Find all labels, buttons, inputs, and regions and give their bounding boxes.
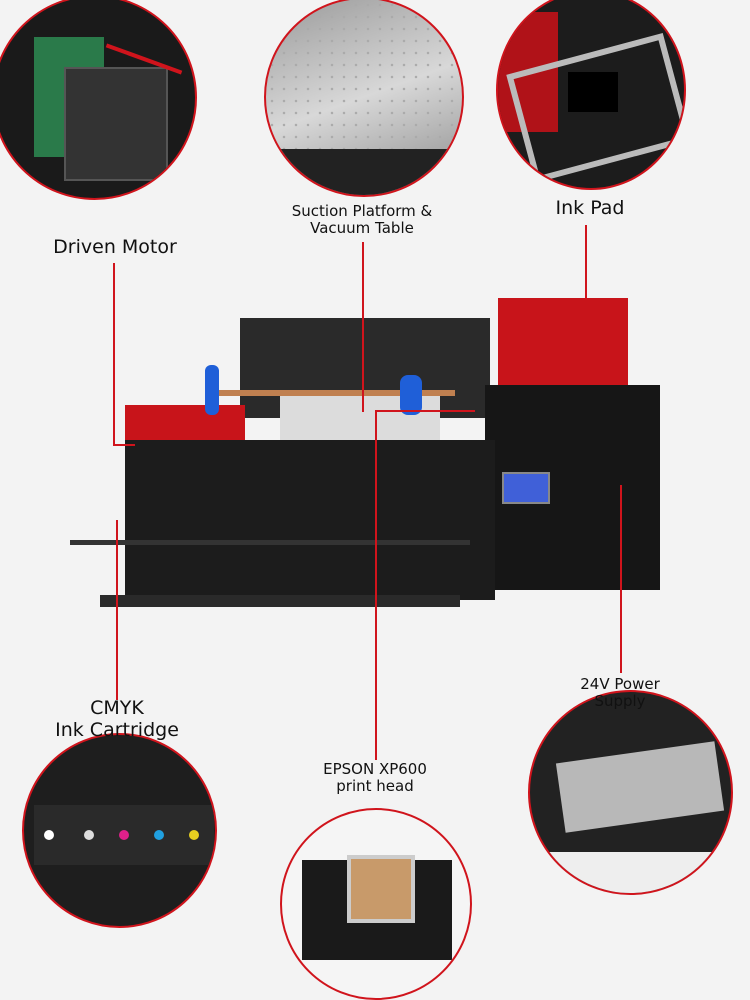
suction-platform-label: Suction Platform & Vacuum Table [291, 202, 433, 238]
driven-motor-leader-line-h [113, 444, 135, 446]
epson-print-head-detail-circle [280, 808, 472, 1000]
suction-label-line1: Suction Platform & [291, 202, 433, 220]
suction-label-line2: Vacuum Table [310, 219, 414, 238]
suction-platform-detail-circle [264, 0, 464, 197]
epson-print-head-label: EPSON XP600 print head [323, 760, 427, 796]
cmyk-label-line2: Ink Cartridge [55, 718, 179, 741]
epson-leader-line [375, 410, 377, 760]
driven-motor-leader-line [113, 263, 115, 446]
ink-pad-leader-line [585, 225, 587, 300]
cmyk-ink-cartridge-label: CMYK Ink Cartridge [55, 697, 179, 742]
epson-leader-line-h [375, 410, 475, 412]
ink-pad-detail-circle [496, 0, 686, 190]
cmyk-ink-cartridge-detail-circle [22, 733, 217, 928]
epson-label-line2: print head [336, 777, 414, 796]
power-leader-line [620, 485, 622, 673]
power-supply-label: 24V Power Supply [580, 675, 660, 711]
cmyk-leader-line [116, 520, 118, 700]
ink-pad-label: Ink Pad [555, 197, 625, 219]
power-label-line2: Supply [594, 692, 646, 711]
power-label-line1: 24V Power [580, 675, 660, 693]
driven-motor-detail-circle [0, 0, 197, 200]
cmyk-label-line1: CMYK [90, 697, 144, 719]
power-supply-detail-circle [528, 690, 733, 895]
suction-leader-line [362, 242, 364, 412]
epson-label-line1: EPSON XP600 [323, 760, 427, 778]
driven-motor-label: Driven Motor [53, 236, 177, 258]
